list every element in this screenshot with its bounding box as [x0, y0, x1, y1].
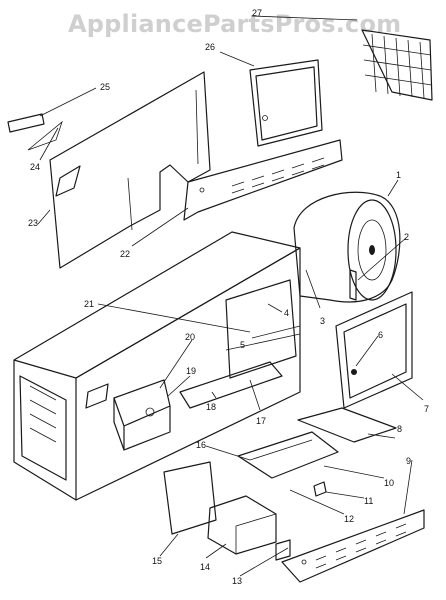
part-access-panel-right	[335, 291, 413, 409]
callout-16: 16	[196, 440, 206, 450]
callout-26: 26	[205, 42, 215, 52]
callout-labels: 27 26 25 24 23 22 21 1 2 3 4 5 6 7 8 9 1…	[28, 8, 429, 586]
callout-20: 20	[185, 332, 195, 342]
callout-8: 8	[397, 424, 402, 434]
leader-lines	[37, 15, 424, 577]
callout-19: 19	[186, 366, 196, 376]
part-access-panel-top	[249, 59, 323, 147]
callout-24: 24	[30, 162, 40, 172]
callout-23: 23	[28, 218, 38, 228]
part-filter-grille	[361, 29, 433, 101]
callout-27: 27	[252, 8, 262, 18]
callout-14: 14	[200, 562, 210, 572]
part-small-plate	[7, 113, 45, 133]
callout-7: 7	[424, 404, 429, 414]
part-side-panel	[49, 71, 211, 269]
part-blower-housing	[293, 191, 401, 303]
callout-22: 22	[120, 249, 130, 259]
callout-1: 1	[396, 170, 401, 180]
part-small-bracket	[27, 120, 63, 151]
callout-2: 2	[404, 232, 409, 242]
callout-25: 25	[100, 82, 110, 92]
part-base-pan	[179, 361, 283, 409]
part-main-cabinet	[13, 231, 301, 501]
part-louver-strip-lower	[275, 509, 425, 583]
part-motor-bracket	[349, 269, 357, 301]
callout-21: 21	[84, 299, 94, 309]
part-filter-tray	[297, 407, 397, 443]
part-partition-panel	[225, 279, 301, 379]
part-condensate-cover	[163, 461, 277, 555]
callout-10: 10	[384, 478, 394, 488]
callout-11: 11	[364, 496, 373, 506]
callout-18: 18	[206, 402, 216, 412]
callout-9: 9	[406, 456, 411, 466]
callout-12: 12	[344, 514, 354, 524]
callout-3: 3	[320, 316, 325, 326]
callout-15: 15	[152, 556, 162, 566]
callout-4: 4	[284, 308, 289, 318]
part-control-box	[85, 379, 171, 451]
callout-13: 13	[232, 576, 242, 586]
callout-6: 6	[378, 330, 383, 340]
part-louver-strip-upper	[183, 139, 343, 221]
part-mounting-rails	[237, 431, 339, 497]
callout-17: 17	[256, 416, 266, 426]
callout-5: 5	[240, 340, 245, 350]
watermark-text: AppliancePartsPros.com	[68, 10, 402, 38]
